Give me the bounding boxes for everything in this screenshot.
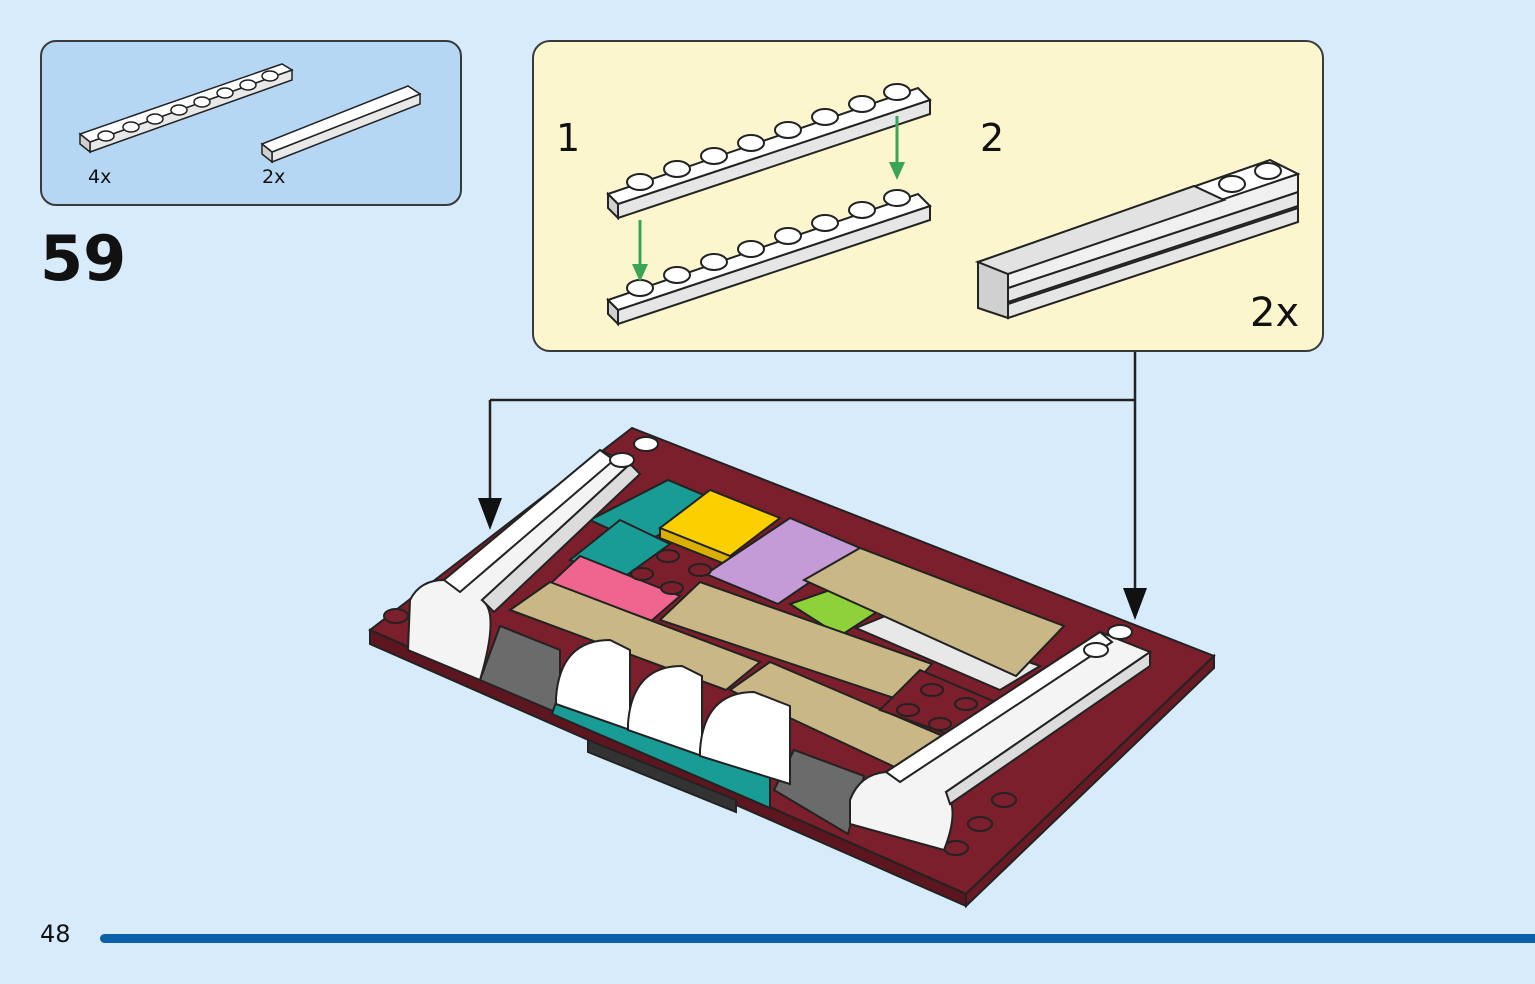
parts-illustrations [78,63,422,164]
page-progress-bar [100,934,1535,943]
substep-multiplier: 2x [1250,290,1300,336]
step-number: 59 [40,222,127,295]
subassembly-illustration [606,83,1301,327]
substep-label-2: 2 [980,116,1005,160]
white-plate-1x8-icon [78,63,294,154]
arrow-down-icon [1123,588,1147,620]
colored-tiles [507,478,1066,778]
stacked-plate-tile-assembly [974,158,1301,320]
left-white-rail [406,436,659,682]
arrow-down-icon [478,498,502,530]
page-number: 48 [40,920,71,948]
part-count-tile: 2x [262,166,286,188]
white-tile-1x6-icon [260,85,422,164]
part-count-plate: 4x [88,166,112,188]
subassembly-callout: 1 2 2x [532,40,1324,352]
right-white-rail [849,624,1153,852]
white-plate-bottom [606,189,932,327]
inner-studs [630,549,978,731]
dark-red-base-plate [368,426,1216,909]
white-plate-top [606,83,932,221]
base-studs [383,608,1017,856]
front-bricks [478,624,866,836]
green-arrow-icons [632,116,905,282]
parts-list-box: 4x 2x [40,40,462,206]
substep-label-1: 1 [556,116,581,160]
